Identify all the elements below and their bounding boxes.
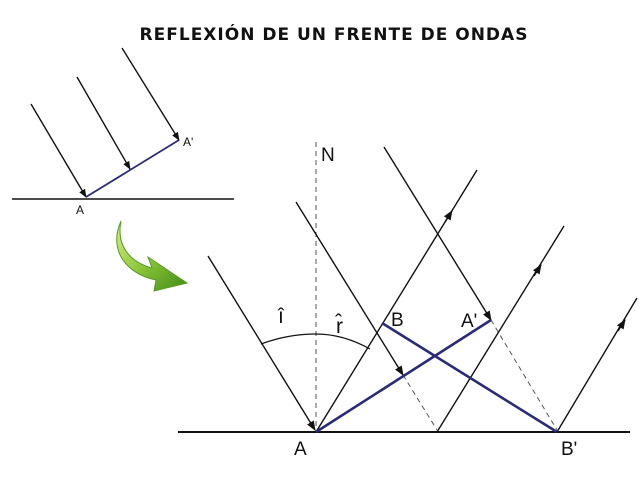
main-diagram: N î r̂ A B A' B' — [178, 142, 638, 460]
label-b: B — [391, 310, 404, 331]
inset-ray-3 — [121, 47, 180, 141]
incident-wavefront — [315, 318, 492, 434]
label-b-prime: B' — [561, 439, 577, 460]
reflected-ray-3 — [556, 297, 638, 433]
label-a: A — [294, 439, 307, 460]
reflected-arrow-3 — [616, 319, 626, 332]
inset-ray-1 — [30, 103, 87, 198]
label-angle-r: r̂ — [334, 314, 343, 338]
reflected-ray-2 — [436, 225, 565, 433]
reflected-ray-1 — [315, 169, 478, 433]
label-n: N — [321, 145, 335, 166]
curved-green-arrow-icon — [116, 220, 189, 292]
label-angle-i: î — [277, 305, 285, 328]
inset-wavefront — [85, 139, 180, 198]
reflected-arrow-2 — [532, 264, 542, 277]
label-a-prime: A' — [461, 311, 477, 332]
angle-i-arc — [260, 333, 317, 345]
inset-label-a: A — [76, 203, 84, 217]
reflected-wavefront — [381, 321, 558, 434]
incident-ray-1 — [207, 255, 316, 431]
incident-continuation-3 — [490, 319, 558, 431]
diagram-title: REFLEXIÓN DE UN FRENTE DE ONDAS — [140, 23, 529, 45]
inset-ray-2 — [76, 76, 131, 170]
inset-label-a-prime: A' — [183, 135, 193, 149]
reflected-arrow-1 — [443, 210, 453, 223]
inset-diagram: A A' — [12, 47, 234, 217]
incident-continuation-2 — [402, 374, 438, 431]
angle-r-arc — [315, 333, 371, 350]
incident-ray-2 — [295, 201, 404, 376]
